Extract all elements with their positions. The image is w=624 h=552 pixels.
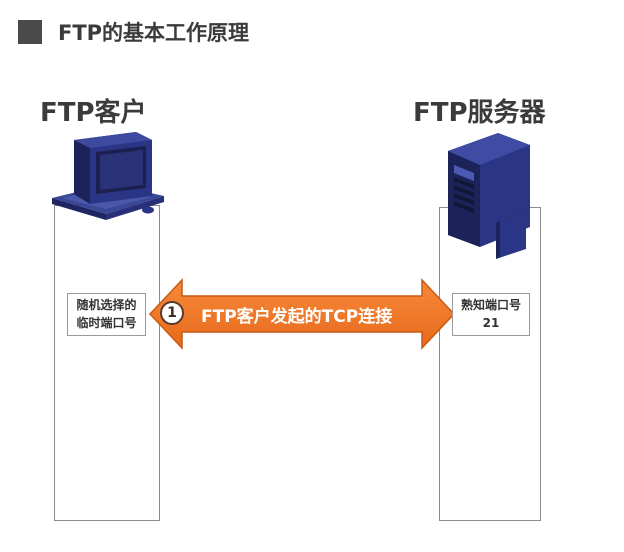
server-port-line-1: 熟知端口号 — [460, 298, 521, 312]
title-square-bullet-icon — [18, 20, 42, 44]
client-port-line-1: 随机选择的 — [76, 298, 137, 312]
step-number-badge: 1 — [160, 301, 184, 325]
server-port-line-2: 21 — [482, 316, 500, 330]
connection-label: FTP客户发起的TCP连接 — [201, 307, 393, 327]
desktop-computer-icon — [52, 132, 164, 220]
tower-server-icon — [448, 133, 530, 259]
client-port-line-2: 临时端口号 — [76, 316, 137, 330]
page-title: FTP的基本工作原理 — [58, 21, 250, 45]
client-title: FTP客户 — [40, 98, 147, 128]
server-title: FTP服务器 — [413, 98, 546, 128]
server-port-box: 熟知端口号 21 — [452, 293, 530, 336]
client-port-box: 随机选择的 临时端口号 — [67, 293, 146, 336]
client-lane — [54, 205, 160, 521]
